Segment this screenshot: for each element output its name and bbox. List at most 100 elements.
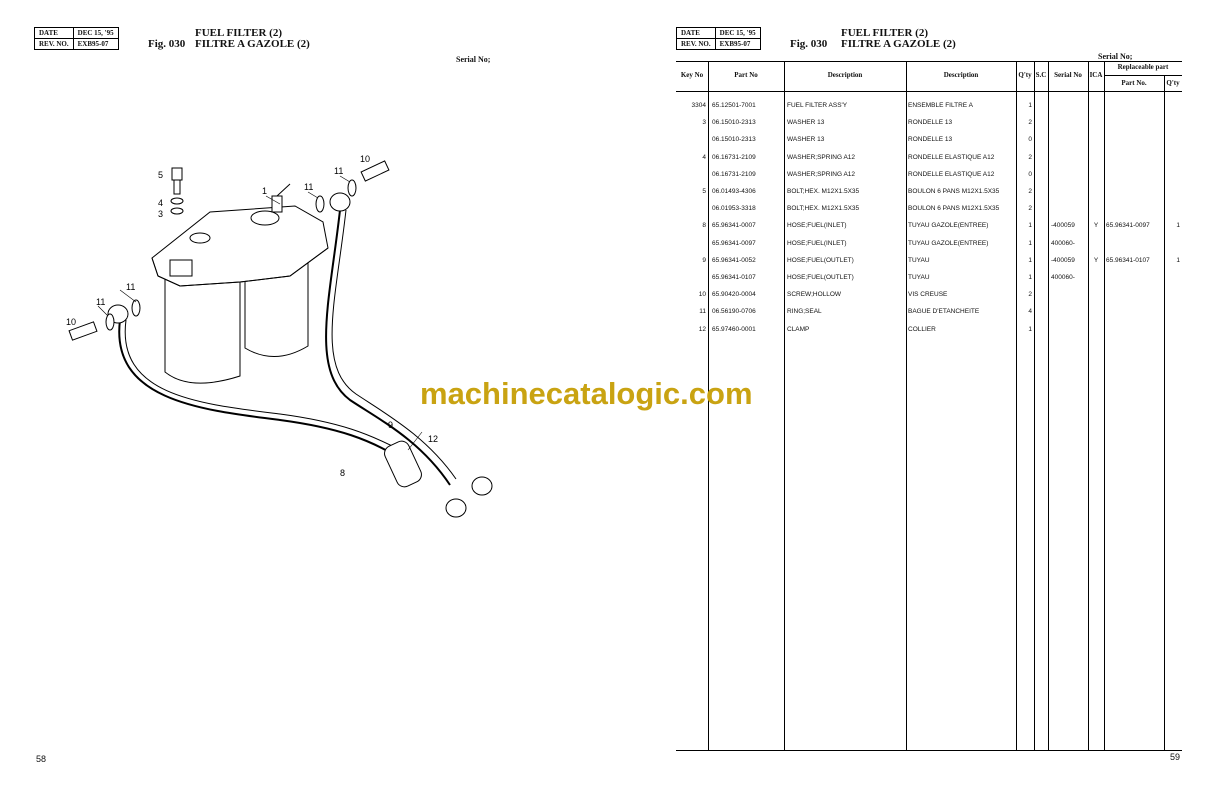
cell-key-no: 8 (702, 222, 706, 230)
cell-description-en: WASHER 13 (787, 119, 825, 127)
cell-serial-no: -400059 (1051, 256, 1075, 264)
cell-description-en: RING;SEAL (787, 308, 822, 316)
cell-description-fr: TUYAU GAZOLE(ENTREE) (908, 222, 989, 230)
cell-qty: 0 (1028, 170, 1032, 178)
cell-key-no: 3 (702, 119, 706, 127)
left-serial-label: Serial No; (456, 55, 491, 64)
cell-description-en: HOSE;FUEL(OUTLET) (787, 274, 854, 281)
cell-part-no: 06.16731-2109 (712, 153, 756, 161)
cell-description-fr: BAGUE D'ETANCHEITE (908, 308, 980, 316)
right-page-number: 59 (1170, 752, 1181, 762)
seal-ring-11b (105, 313, 115, 331)
callout-4: 4 (158, 198, 163, 208)
cell-description-en: HOSE;FUEL(INLET) (787, 222, 847, 230)
cell-description-fr: TUYAU GAZOLE(ENTREE) (908, 239, 989, 247)
callout-1: 1 (262, 186, 267, 196)
cell-description-fr: BOULON 6 PANS M12X1.5X35 (908, 205, 1000, 213)
callout-11c: 11 (304, 182, 313, 192)
table-row: 65.96341-0097 HOSE;FUEL(INLET) TUYAU GAZOL… (676, 235, 1182, 252)
right-date-value: DEC 15, '95 (714, 27, 761, 39)
table-row: 8 65.96341-0007 HOSE;FUEL(INLET) TUYAU GAZO… (676, 217, 1182, 234)
table-row: 06.01953-3318 BOLT;HEX. M12X1.5X35 BOULON … (676, 200, 1182, 217)
cell-ica: Y (1093, 222, 1099, 230)
header-rp-part-no: Part No. (1121, 79, 1147, 87)
hollow-screw-10a (68, 321, 98, 341)
cell-description-fr: RONDELLE 13 (908, 136, 953, 144)
right-rev-value: EXB95-07 (714, 38, 761, 50)
cell-rp-part-no: 65.96341-0107 (1106, 256, 1150, 264)
left-page-number: 58 (36, 754, 47, 764)
cell-ica: Y (1093, 256, 1099, 264)
header-key-no: Key No (680, 71, 704, 79)
cell-description-en: BOLT;HEX. M12X1.5X35 (787, 205, 860, 213)
cell-description-fr: TUYAU (908, 274, 930, 281)
cell-part-no: 65.12501-7001 (712, 102, 756, 109)
seal-ring-11d (347, 179, 357, 197)
header-description-en: Description (827, 71, 863, 79)
left-fig-title: FUEL FILTER (2) FILTRE A GAZOLE (2) (195, 28, 310, 50)
cell-description-fr: RONDELLE 13 (908, 119, 953, 127)
fuel-filter-exploded-diagram: 1 3 4 5 8 9 10 10 11 11 11 11 12 (66, 154, 493, 518)
filter-cartridge-left (164, 269, 241, 384)
cell-qty: 2 (1028, 291, 1032, 299)
cell-part-no: 65.96341-0052 (712, 256, 756, 264)
table-row: 3304 65.12501-7001 FUEL FILTER ASS'Y ENSEMB… (676, 97, 1182, 114)
callout-11b: 11 (126, 282, 135, 292)
cell-description-fr: RONDELLE ELASTIQUE A12 (908, 153, 995, 161)
clamp (384, 440, 422, 488)
cell-serial-no: 400060- (1051, 239, 1075, 247)
left-fig-label: Fig. 030 (148, 38, 186, 50)
cell-description-en: FUEL FILTER ASS'Y (787, 102, 848, 109)
left-rev-label: REV. NO. (34, 38, 74, 50)
callout-11d: 11 (334, 166, 343, 176)
cell-part-no: 65.97460-0001 (712, 325, 756, 333)
right-fig-title: FUEL FILTER (2) FILTRE A GAZOLE (2) (841, 28, 956, 50)
header-description-fr: Description (943, 71, 979, 79)
header-sc: S.C (1035, 71, 1047, 79)
cell-part-no: 65.96341-0007 (712, 222, 756, 230)
cell-description-en: HOSE;FUEL(OUTLET) (787, 256, 854, 264)
cell-part-no: 06.01953-3318 (712, 205, 756, 213)
callout-11a: 11 (96, 297, 105, 307)
bleed-plug (271, 195, 283, 213)
cell-qty: 1 (1028, 325, 1032, 333)
cell-qty: 2 (1028, 153, 1032, 161)
left-date-value: DEC 15, '95 (72, 27, 119, 39)
cell-key-no: 10 (698, 291, 706, 299)
left-title-en: FUEL FILTER (2) (195, 27, 283, 39)
right-info-box: DATE DEC 15, '95 REV. NO. EXB95-07 (676, 27, 761, 50)
cell-description-fr: ENSEMBLE FILTRE A (908, 102, 973, 109)
cell-description-fr: COLLIER (908, 325, 936, 333)
cell-rp-part-no: 65.96341-0097 (1106, 222, 1150, 230)
right-serial-label: Serial No; (1098, 52, 1133, 61)
cell-qty: 4 (1028, 308, 1032, 316)
cell-key-no: 3304 (691, 102, 706, 109)
cell-serial-no: 400060- (1051, 274, 1075, 281)
cell-qty: 1 (1028, 102, 1032, 109)
cell-key-no: 9 (702, 256, 706, 264)
cell-qty: 1 (1028, 222, 1032, 230)
right-rev-label: REV. NO. (676, 38, 716, 50)
cell-description-en: HOSE;FUEL(INLET) (787, 239, 847, 247)
callout-3: 3 (158, 209, 163, 219)
cell-qty: 2 (1028, 205, 1032, 213)
cell-description-fr: VIS CREUSE (908, 291, 948, 299)
cell-serial-no: -400059 (1051, 222, 1075, 230)
callout-8: 8 (340, 468, 345, 478)
cell-part-no: 06.15010-2313 (712, 136, 756, 144)
cell-description-en: SCREW;HOLLOW (787, 291, 842, 299)
cell-part-no: 65.96341-0097 (712, 239, 756, 247)
filter-cartridge-right (244, 257, 309, 357)
cell-qty: 1 (1028, 256, 1032, 264)
callout-10a: 10 (66, 317, 76, 327)
cell-qty: 2 (1028, 119, 1032, 127)
cell-description-en: CLAMP (787, 325, 810, 333)
left-date-label: DATE (34, 27, 74, 39)
